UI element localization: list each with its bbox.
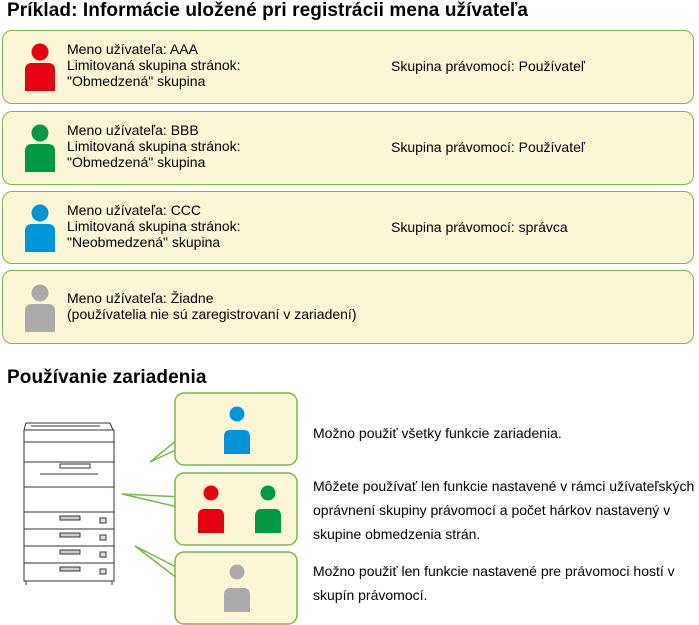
user-red-icon <box>25 43 55 91</box>
user-name-label: Meno užívateľa: CCC <box>67 202 202 218</box>
user-card-aaa: Meno užívateľa: AAA Limitovaná skupina s… <box>2 30 694 104</box>
user-name-label: Meno užívateľa: Žiadne <box>67 290 214 306</box>
user-name-label: Meno užívateľa: BBB <box>67 122 199 138</box>
page-limit-label: Limitovaná skupina stránok: <box>67 218 241 234</box>
usage-desc-admin: Možno použiť všetky funkcie zariadenia. <box>313 425 562 441</box>
page-limit-value: "Neobmedzená" skupina <box>67 234 221 250</box>
user-blue-icon <box>224 406 250 454</box>
bubble-connectors <box>121 435 183 583</box>
user-name-label: Meno užívateľa: AAA <box>67 41 198 57</box>
guest-note: (používatelia nie sú zaregistrovaní v za… <box>67 306 357 322</box>
page-limit-label: Limitovaná skupina stránok: <box>67 138 241 154</box>
usage-title: Používanie zariadenia <box>7 367 207 388</box>
user-gray-icon <box>25 284 55 332</box>
user-green-icon <box>255 485 281 533</box>
user-card-ccc: Meno užívateľa: CCC Limitovaná skupina s… <box>2 191 694 264</box>
page-limit-value: "Obmedzená" skupina <box>67 154 206 170</box>
page-limit-label: Limitovaná skupina stránok: <box>67 57 241 73</box>
bubble-users <box>174 472 298 546</box>
authority-group-label: Skupina právomocí: Používateľ <box>391 58 585 74</box>
page-limit-value: "Obmedzená" skupina <box>67 73 206 89</box>
user-green-icon <box>25 124 55 172</box>
user-red-icon <box>198 485 224 533</box>
user-blue-icon <box>25 204 55 252</box>
authority-group-label: Skupina právomocí: Používateľ <box>391 139 585 155</box>
printer-icon <box>23 422 115 585</box>
user-card-none: Meno užívateľa: Žiadne (používatelia nie… <box>2 270 694 344</box>
example-title: Príklad: Informácie uložené pri registrá… <box>7 0 529 21</box>
bubble-admin <box>174 392 298 466</box>
authority-group-label: Skupina právomocí: správca <box>391 219 568 235</box>
user-card-bbb: Meno užívateľa: BBB Limitovaná skupina s… <box>2 111 694 185</box>
usage-desc-guest: Možno použiť len funkcie nastavené pre p… <box>313 563 675 603</box>
usage-desc-users: Môžete používať len funkcie nastavené v … <box>313 478 695 542</box>
user-gray-icon <box>224 564 250 612</box>
